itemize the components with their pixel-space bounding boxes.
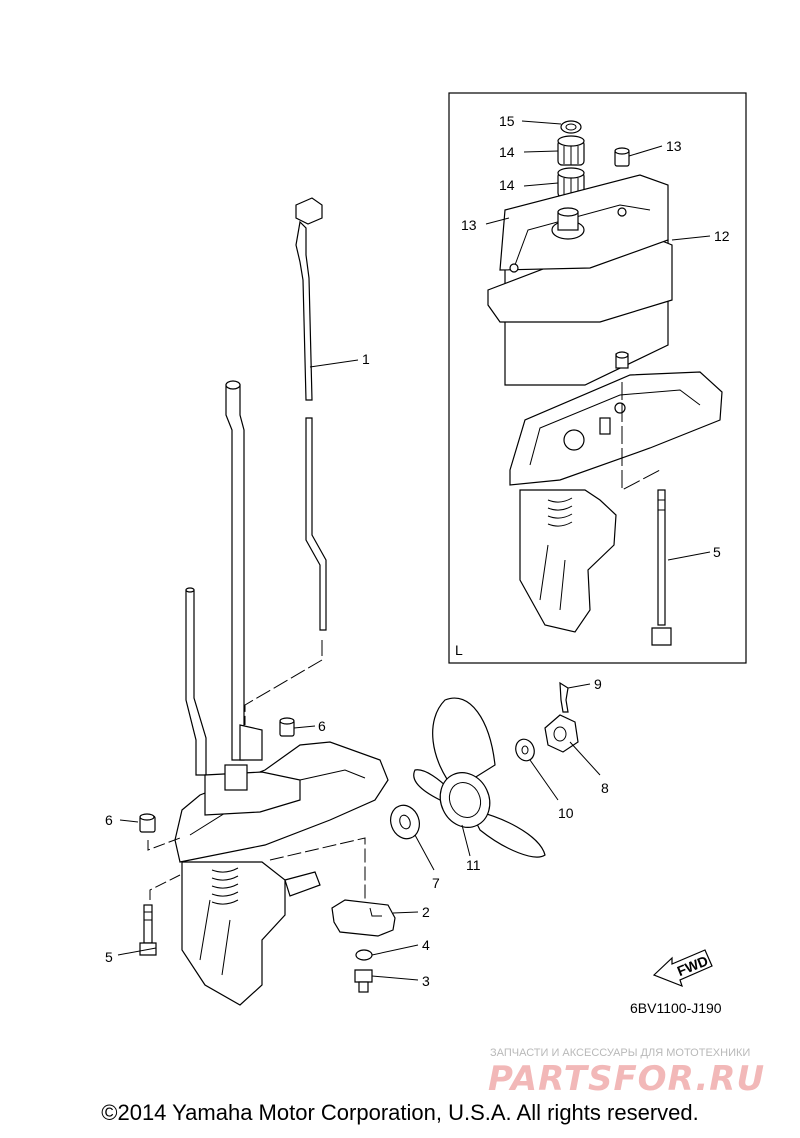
callout-10: 10 [558, 805, 574, 821]
callout-8: 8 [601, 780, 609, 796]
callout-14-bottom: 14 [499, 177, 515, 193]
watermark-tagline: ЗАПЧАСТИ И АКСЕССУАРЫ ДЛЯ МОТОТЕХНИКИ [490, 1047, 750, 1059]
part-2-anode [331, 899, 396, 937]
callout-14-top: 14 [499, 144, 515, 160]
part-13-dowel-right [614, 147, 630, 167]
callout-11: 11 [466, 857, 481, 873]
callout-1: 1 [362, 351, 370, 367]
main-assembly-line-3 [149, 874, 181, 900]
drive-shaft [225, 380, 245, 761]
part-6-dowel-left [139, 813, 156, 833]
part-3-bolt [354, 969, 373, 993]
callout-6-top: 6 [318, 718, 326, 734]
part-14-bearing-upper [557, 135, 585, 166]
callout-5-main: 5 [105, 949, 113, 965]
part-10-washer [515, 738, 535, 762]
callout-2: 2 [422, 904, 430, 920]
watermark-brand: PARTSFOR.RU [488, 1059, 765, 1099]
part-15-clip [560, 120, 582, 134]
part-7-thrust-washer [390, 804, 420, 840]
part-12-upper-casing [487, 174, 673, 386]
fwd-arrow: FWD [652, 949, 713, 988]
callout-3: 3 [422, 973, 430, 989]
inset-letter: L [455, 642, 463, 658]
callout-9: 9 [594, 676, 602, 692]
callout-6-left: 6 [105, 812, 113, 828]
callout-12: 12 [714, 228, 730, 244]
part-1-shift-rod [295, 197, 327, 631]
copyright-footer: ©2014 Yamaha Motor Corporation, U.S.A. A… [101, 1100, 699, 1125]
leader-lines [117, 120, 711, 981]
main-assembly-line-2 [147, 837, 181, 851]
part-4-washer [355, 949, 373, 961]
callout-4: 4 [422, 937, 430, 953]
main-assembly-line-4 [269, 837, 366, 900]
part-6-dowel-top [279, 717, 295, 737]
callout-7: 7 [432, 875, 440, 891]
callout-13-left: 13 [461, 217, 477, 233]
part-11-propeller [413, 697, 546, 858]
inset-frame [448, 92, 747, 664]
part-5-bolt-main [139, 904, 157, 956]
main-lower-casing [174, 724, 389, 1006]
water-tube [185, 587, 207, 776]
callout-15: 15 [499, 113, 515, 129]
callout-13-right: 13 [666, 138, 682, 154]
part-code: 6BV1100-J190 [630, 1000, 722, 1016]
inset-assembly-line [621, 382, 661, 491]
inset-lower-casing [509, 351, 723, 633]
part-9-cotter-pin [559, 681, 569, 713]
part-8-propeller-nut [544, 714, 579, 753]
main-assembly-line-1 [244, 640, 323, 725]
callout-5-inset: 5 [713, 544, 721, 560]
part-5-bolt-inset [651, 489, 672, 646]
